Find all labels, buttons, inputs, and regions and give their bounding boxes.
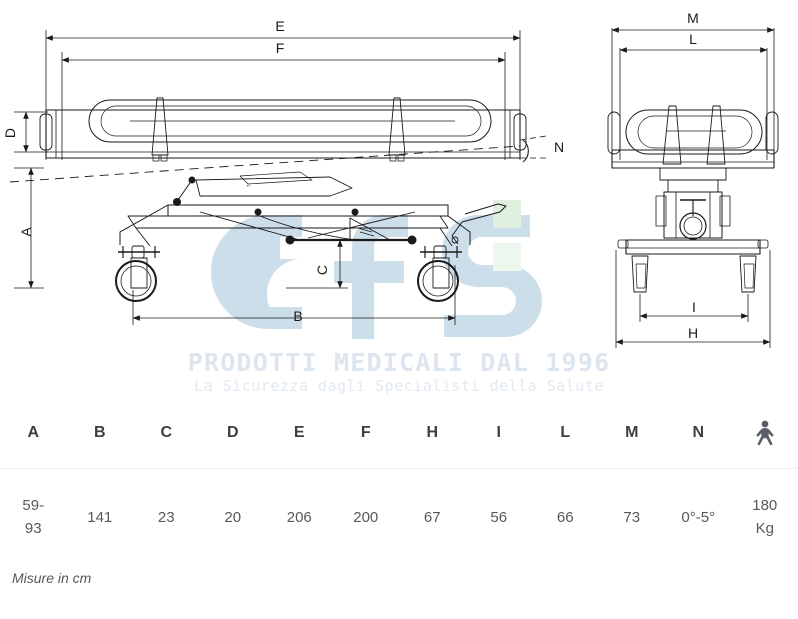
column-header-capacity — [731, 400, 798, 469]
column-header-C: C — [133, 400, 200, 469]
column-header-D: D — [199, 400, 266, 469]
column-header-I: I — [465, 400, 532, 469]
cell-F: 200 — [353, 508, 379, 526]
dimension-label-A: A — [18, 227, 34, 237]
dimension-label-E: E — [275, 18, 284, 34]
dimension-label-N: N — [554, 139, 564, 155]
dimension-label-H: H — [688, 325, 698, 341]
column-header-H: H — [399, 400, 466, 469]
dimension-label-M: M — [687, 10, 699, 26]
svg-text:'': '' — [247, 185, 250, 192]
column-header-N: N — [665, 400, 732, 469]
dimension-label-C: C — [314, 265, 330, 275]
dimension-label-D: D — [2, 128, 18, 138]
technical-drawing: PRODOTTI MEDICALI DAL 1996 La Sicurezza … — [2, 10, 779, 395]
cell-A: 59-93 — [22, 497, 45, 538]
cell-L: 66 — [556, 508, 574, 526]
cell-I: 56 — [490, 508, 508, 526]
column-header-B: B — [66, 400, 133, 469]
column-header-M: M — [598, 400, 665, 469]
stretcher-line-drawing: '' — [2, 10, 779, 348]
dimension-label-F: F — [276, 40, 285, 56]
walking-person-icon — [755, 420, 774, 446]
column-header-A: A — [0, 400, 67, 469]
dimension-label-I: I — [692, 299, 696, 315]
cell-M: 73 — [623, 508, 641, 526]
table-header-row: A B C D E F H I L M N — [0, 400, 798, 469]
cell-D: 20 — [224, 508, 242, 526]
cell-E: 206 — [286, 508, 312, 526]
column-header-F: F — [332, 400, 399, 469]
specifications-table: A B C D E F H I L M N — [0, 400, 798, 569]
column-header-E: E — [266, 400, 333, 469]
cell-C: 23 — [157, 508, 175, 526]
measurement-unit-note: Misure in cm — [12, 570, 92, 586]
cell-N: 0°-5° — [681, 508, 716, 526]
table-row: 59-93 141 23 20 206 200 67 56 66 73 0°-5… — [0, 469, 798, 569]
cell-H: 67 — [423, 508, 441, 526]
dimension-label-L: L — [689, 31, 697, 47]
column-header-L: L — [532, 400, 599, 469]
cell-B: 141 — [87, 508, 113, 526]
dimension-label-B: B — [293, 308, 302, 324]
